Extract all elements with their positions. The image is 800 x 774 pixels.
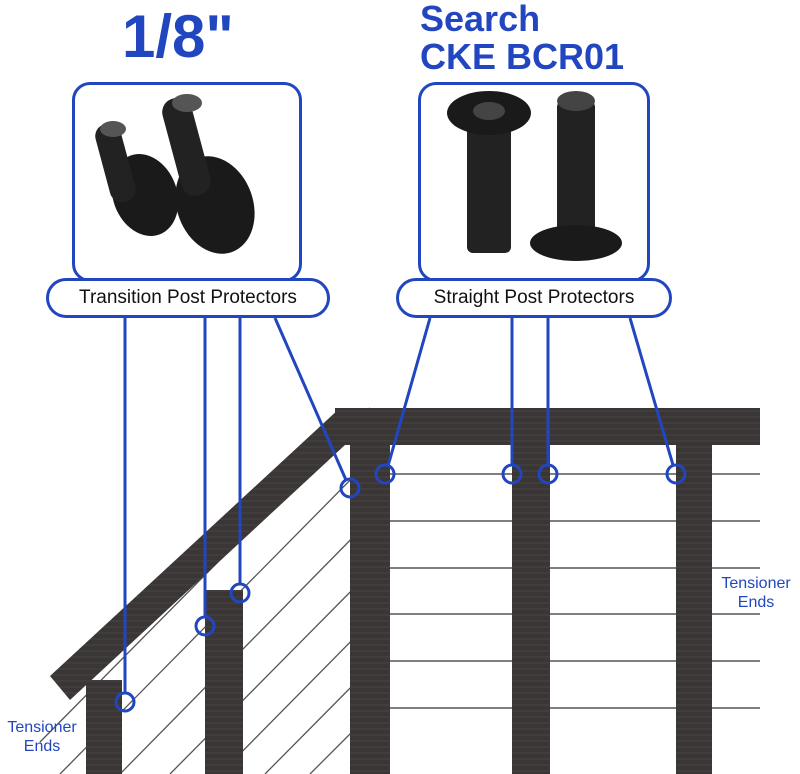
highlight-circle <box>339 477 361 499</box>
tensioner-ends-label-right: Tensioner Ends <box>712 574 800 612</box>
highlight-circle <box>665 463 687 485</box>
label-line: Ends <box>737 594 775 611</box>
posts <box>86 440 712 774</box>
label-line: Ends <box>23 738 61 755</box>
transition-post-protectors-label: Transition Post Protectors <box>46 278 330 318</box>
highlight-circle <box>501 463 523 485</box>
straight-post-protectors-label: Straight Post Protectors <box>396 278 672 318</box>
search-heading-line2: CKE BCR01 <box>420 36 625 77</box>
highlight-circle <box>229 582 251 604</box>
highlight-circle <box>114 691 136 713</box>
straight-protector-image <box>447 91 622 261</box>
tensioner-ends-label-left: Tensioner Ends <box>0 718 84 756</box>
transition-protector-image-box <box>72 82 302 282</box>
size-heading: 1/8" <box>122 3 234 70</box>
callout-lines <box>114 317 687 713</box>
search-heading: Search CKE BCR01 <box>420 0 624 76</box>
highlight-circle <box>537 463 559 485</box>
highlight-circle <box>194 615 216 637</box>
transition-protector-image <box>95 94 255 254</box>
search-heading-line1: Search <box>420 0 541 39</box>
label-line: Tensioner <box>721 575 791 592</box>
straight-protector-image-box <box>418 82 650 282</box>
label-line: Tensioner <box>7 719 77 736</box>
highlight-circle <box>374 463 396 485</box>
